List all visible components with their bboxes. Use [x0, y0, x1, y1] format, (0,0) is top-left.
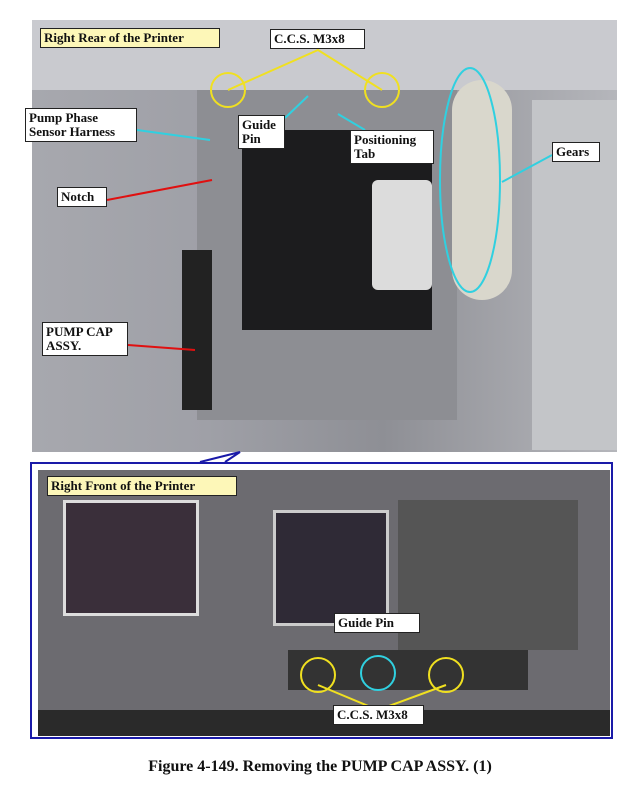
harness-label: Pump Phase Sensor Harness	[25, 108, 137, 142]
figure-caption: Figure 4-149. Removing the PUMP CAP ASSY…	[148, 758, 492, 775]
assy-label: PUMP CAP ASSY.	[42, 322, 128, 356]
front-guide-pin-label: Guide Pin	[334, 613, 420, 633]
zoom-connector	[199, 451, 241, 463]
positioning-tab-label: Positioning Tab	[350, 130, 434, 164]
front-view-label: Right Front of the Printer	[47, 476, 237, 496]
detail-frame	[30, 462, 613, 739]
front-screw-label: C.C.S. M3x8	[333, 705, 424, 725]
guide-pin-label: Guide Pin	[238, 115, 285, 149]
gears-label: Gears	[552, 142, 600, 162]
notch-label: Notch	[57, 187, 107, 207]
rear-photo	[32, 20, 617, 452]
rear-screw-label: C.C.S. M3x8	[270, 29, 365, 49]
rear-view-label: Right Rear of the Printer	[40, 28, 220, 48]
front-photo	[38, 470, 610, 736]
